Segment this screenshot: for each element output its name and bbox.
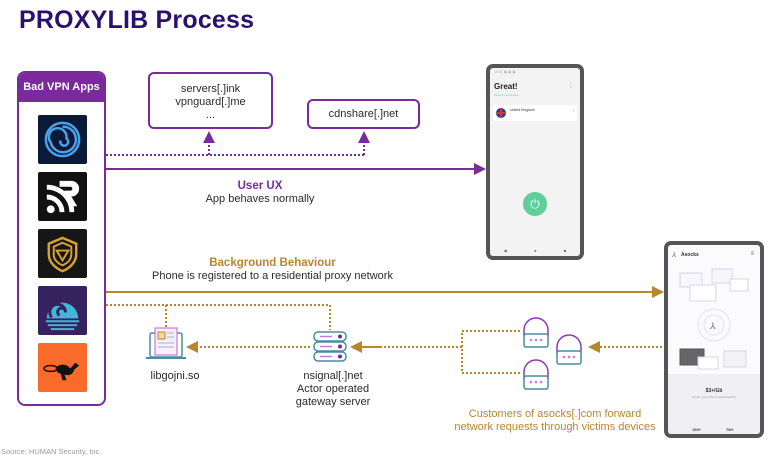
user-ux-subtitle: App behaves normally xyxy=(205,193,315,205)
pricing-section: $3+/Gb Home proxy IPs & residential IPs … xyxy=(668,374,760,434)
status-bar: 10:01 ▣ ▣ ▣ xyxy=(494,70,516,74)
server-country: United Kingdom xyxy=(510,108,535,112)
dotted-link-gateway-apps xyxy=(106,304,331,330)
domain-servers-ink: servers[.]ink xyxy=(180,83,241,95)
more-menu-icon[interactable]: ⋮ xyxy=(568,83,574,89)
hacker-icon xyxy=(523,359,549,390)
stat-ips: 7M+ xyxy=(726,427,734,432)
apps-panel-header: Bad VPN Apps xyxy=(19,73,104,102)
background-behaviour-subtitle: Phone is registered to a residential pro… xyxy=(152,270,393,282)
price-per-gb: $3+/Gb xyxy=(705,388,723,394)
uk-flag-icon xyxy=(496,108,506,118)
hacker-icon xyxy=(523,317,549,348)
asocks-logo-icon: ⅄ xyxy=(672,252,677,259)
domain-ellipsis: ... xyxy=(205,109,216,121)
vpn-phone-screen: 10:01 ▣ ▣ ▣ Great! ⋮ Secure connection U… xyxy=(490,68,580,256)
gateway-desc-1: Actor operated xyxy=(296,383,370,395)
asocks-phone-mockup: ⅄ Asocks ≡ ⅄ $3+/Gb Home proxy IPs & res… xyxy=(664,241,764,438)
source-credit: Source: HUMAN Security, Inc. xyxy=(1,447,102,456)
svg-text:⅄: ⅄ xyxy=(709,321,716,331)
library-label: libgojni.so xyxy=(150,370,200,382)
gold-shield-maze-app-icon[interactable] xyxy=(38,229,87,278)
gateway-label: nsignal[.]net Actor operated gateway ser… xyxy=(283,370,383,409)
blue-swirl-app-icon[interactable] xyxy=(38,115,87,164)
user-ux-title: User UX xyxy=(237,180,283,192)
server-location-card[interactable]: United Kingdom › xyxy=(493,105,577,121)
vpn-subheading: Secure connection xyxy=(494,93,519,97)
android-nav-bar: ◀ ● ■ xyxy=(490,248,580,253)
gateway-desc-2: gateway server xyxy=(295,396,371,408)
vpn-phone-mockup: 10:01 ▣ ▣ ▣ Great! ⋮ Secure connection U… xyxy=(486,64,584,260)
nav-recents-icon[interactable]: ■ xyxy=(563,248,567,253)
nav-home-icon[interactable]: ● xyxy=(534,248,537,253)
bad-vpn-apps-panel: Bad VPN Apps xyxy=(17,71,106,406)
vpn-heading: Great! xyxy=(494,82,518,91)
blue-wave-app-icon[interactable] xyxy=(38,286,87,335)
page-title: PROXYLIB Process xyxy=(19,6,255,34)
customers-label: Customers of asocks[.]com forward networ… xyxy=(445,408,665,434)
power-button[interactable]: ⏻ xyxy=(523,192,547,216)
proxy-network-illustration: ⅄ xyxy=(679,268,749,370)
asocks-phone-screen: ⅄ Asocks ≡ ⅄ $3+/Gb Home proxy IPs & res… xyxy=(668,245,760,434)
customers-line-1: Customers of asocks[.]com forward xyxy=(468,408,642,420)
price-description: Home proxy IPs & residential IPs xyxy=(692,395,736,399)
customers-line-2: network requests through victims devices xyxy=(454,421,656,433)
background-behaviour-title: Background Behaviour xyxy=(209,257,336,269)
library-file-icon xyxy=(146,327,186,359)
domain-vpnguard-me: vpnguard[.]me xyxy=(175,96,246,108)
server-icon xyxy=(313,331,347,362)
hamburger-menu-icon[interactable]: ≡ xyxy=(750,251,754,257)
asocks-brand: Asocks xyxy=(681,252,699,258)
domain-box-cdnshare: cdnshare[.]net xyxy=(307,99,420,129)
black-fox-app-icon[interactable] xyxy=(38,343,87,392)
white-rss-r-app-icon[interactable] xyxy=(38,172,87,221)
stat-countries: 150+ xyxy=(692,427,702,432)
domain-box-c2-servers: servers[.]ink vpnguard[.]me ... xyxy=(148,72,273,129)
nav-back-icon[interactable]: ◀ xyxy=(503,248,507,253)
dotted-link-customers-gateway xyxy=(352,330,520,374)
hacker-icon xyxy=(556,334,582,365)
chevron-right-icon: › xyxy=(572,108,574,114)
gateway-domain: nsignal[.]net xyxy=(303,370,363,382)
